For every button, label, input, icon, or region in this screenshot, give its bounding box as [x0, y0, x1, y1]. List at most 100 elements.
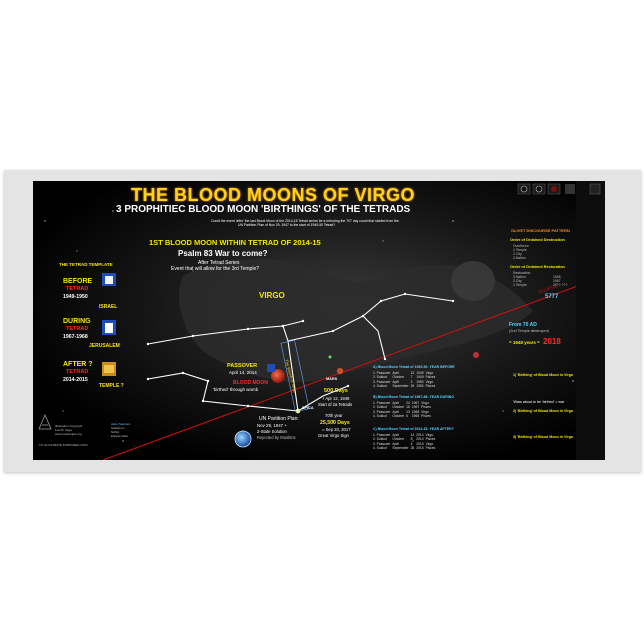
template-title: THE TETRAD TEMPLATE	[59, 262, 113, 267]
passover-date: April 14, 2014	[229, 370, 257, 375]
before-label: BEFORE	[63, 278, 93, 285]
from-ad-span: = 1948 years =	[509, 340, 540, 345]
passover-label: PASSOVER	[227, 363, 258, 369]
footer-left-0: Illustration Copyright	[55, 424, 83, 428]
after-label: AFTER ?	[63, 361, 93, 368]
poster-title: THE BLOOD MOONS OF VIRGO	[131, 185, 416, 205]
table-b-note: 2) 'Birthing' of Blood Moon in Virgo	[513, 409, 574, 413]
before-tetrad: TETRAD	[66, 286, 89, 292]
from-ad-sub: (2nd Temple destroyed)	[509, 329, 549, 333]
footer-left-2: www.postscripts.org	[55, 432, 82, 436]
virgo-head	[451, 261, 495, 301]
olivet-list2-2: 2.City	[513, 279, 522, 283]
footer-left-3: TO ILLUSTRATE PURPOSES ONLY	[39, 443, 89, 447]
table-b-title: B) Blood Moon Tetrad of 1967-68: YEAR DU…	[373, 395, 454, 399]
table-b-note-top: 'Wars about to be 'birthed' = war	[513, 400, 565, 404]
hebrew-year: 5777	[545, 294, 559, 300]
spica-label: SPICA	[302, 406, 314, 410]
poster-graphics	[33, 181, 605, 460]
intro-line-1: Could the event 'after' the last Blood M…	[211, 219, 399, 223]
days-500-label: 500 Days	[324, 388, 348, 394]
olivet-order2: Order of Ordained Restoration	[510, 265, 565, 269]
during-label: DURING	[63, 318, 91, 325]
passover-emblem-icon	[267, 364, 275, 372]
question: Psalm 83 War to come?	[178, 249, 268, 258]
top-right-icons	[517, 183, 601, 195]
footer-mid-0: Astro Sources:	[111, 422, 131, 426]
un-plan-line-2: 2-State Solution	[257, 429, 287, 434]
table-a-note: 1) 'Birthing' of Blood Moon in Virgo	[513, 373, 574, 377]
year70-days: 25,500 Days	[320, 420, 350, 426]
year70-line-2: Great Virgo Sign	[318, 433, 349, 438]
poster: THE BLOOD MOONS OF VIRGO 3 PROPHITIEC BL…	[33, 181, 605, 460]
mars-icon	[336, 367, 344, 375]
after-years: 2014-2015	[63, 377, 88, 383]
before-place: ISRAEL	[99, 304, 118, 310]
year70-label: 70th year	[325, 413, 343, 418]
olivet-list1-0: Overthrow	[513, 244, 529, 248]
temple-icon	[102, 362, 116, 376]
during-years: 1967-1968	[63, 334, 88, 340]
womb-band	[280, 339, 310, 413]
olivet-list2-0: Restoration	[513, 271, 531, 275]
from-ad-label: From 70 AD	[509, 322, 537, 328]
blood-moon-icon	[271, 369, 285, 383]
olivet-year-0: 1948	[553, 275, 561, 279]
days-500-line-1: + Apr 12, 1949	[322, 396, 350, 401]
olivet-title: OLIVET DISCOURSE PATTERN	[511, 228, 570, 233]
jerusalem-emblem-icon	[102, 320, 116, 335]
un-plan-label: UN Partition Plan:	[259, 416, 299, 422]
olivet-list2-1: 3.Nation	[513, 275, 526, 279]
days-500-line-2: Start of 2a Tetrads	[318, 402, 353, 407]
author-logo-icon	[38, 413, 52, 430]
olivet-year-2: 20??-???	[553, 283, 568, 287]
during-tetrad: TETRAD	[66, 326, 89, 332]
planet-icon	[328, 355, 332, 359]
table-c-note: 3) 'Birthing' of Blood Moon in Virgo	[513, 435, 574, 439]
year70-line-1: = Sep 23, 2017	[322, 427, 351, 432]
from-ad-year: 2018	[543, 337, 561, 346]
blood-moon-line: 'birthed' through womb	[213, 387, 259, 392]
intro-line-2: UN Partition Plan of Nov 29, 1947 to the…	[238, 223, 336, 227]
blood-moon-label: BLOOD MOON	[233, 380, 268, 386]
footer-mid-3: Eclipse Data	[111, 434, 128, 438]
virgo-label: VIRGO	[259, 291, 285, 300]
virgo-silhouette	[179, 259, 533, 382]
footer-mid-1: Stellarium	[111, 426, 125, 430]
israel-emblem-icon	[102, 273, 116, 286]
right-gutter	[576, 181, 605, 460]
mars-label: MARS	[326, 377, 338, 381]
un-plan-line-3: Rejected by Muslims	[257, 435, 296, 440]
un-emblem-icon	[234, 430, 252, 448]
un-plan-line-1: Nov 29, 1947 +	[257, 423, 287, 428]
footer-left-1: Luis B. Vega	[55, 428, 72, 432]
olivet-list1-2: 2.City	[513, 252, 522, 256]
after-place: TEMPLE ?	[99, 383, 124, 389]
constellation-lines	[147, 293, 454, 412]
table-a-title: A) Blood Moon Tetrad of 1949-50: YEAR BE…	[373, 365, 455, 369]
poster-subtitle: 3 PROPHITIEC BLOOD MOON 'BIRTHINGS' OF T…	[116, 204, 411, 215]
after-tetrad: TETRAD	[66, 369, 89, 375]
footer-mid-2: NASA	[111, 430, 120, 434]
table-c-title: C) Blood Moon Tetrad of 2014-15: YEAR AF…	[373, 427, 454, 431]
olivet-list1-1: 1.Temple	[513, 248, 527, 252]
olivet-list2-3: 1.Temple	[513, 283, 527, 287]
during-place: JERUSALEM	[89, 343, 120, 349]
olivet-order1: Order of Ordained Destruction	[510, 238, 565, 242]
olivet-list1-3: 3.Nation	[513, 256, 526, 260]
after-line-1: After Tetrad Series	[198, 260, 240, 266]
